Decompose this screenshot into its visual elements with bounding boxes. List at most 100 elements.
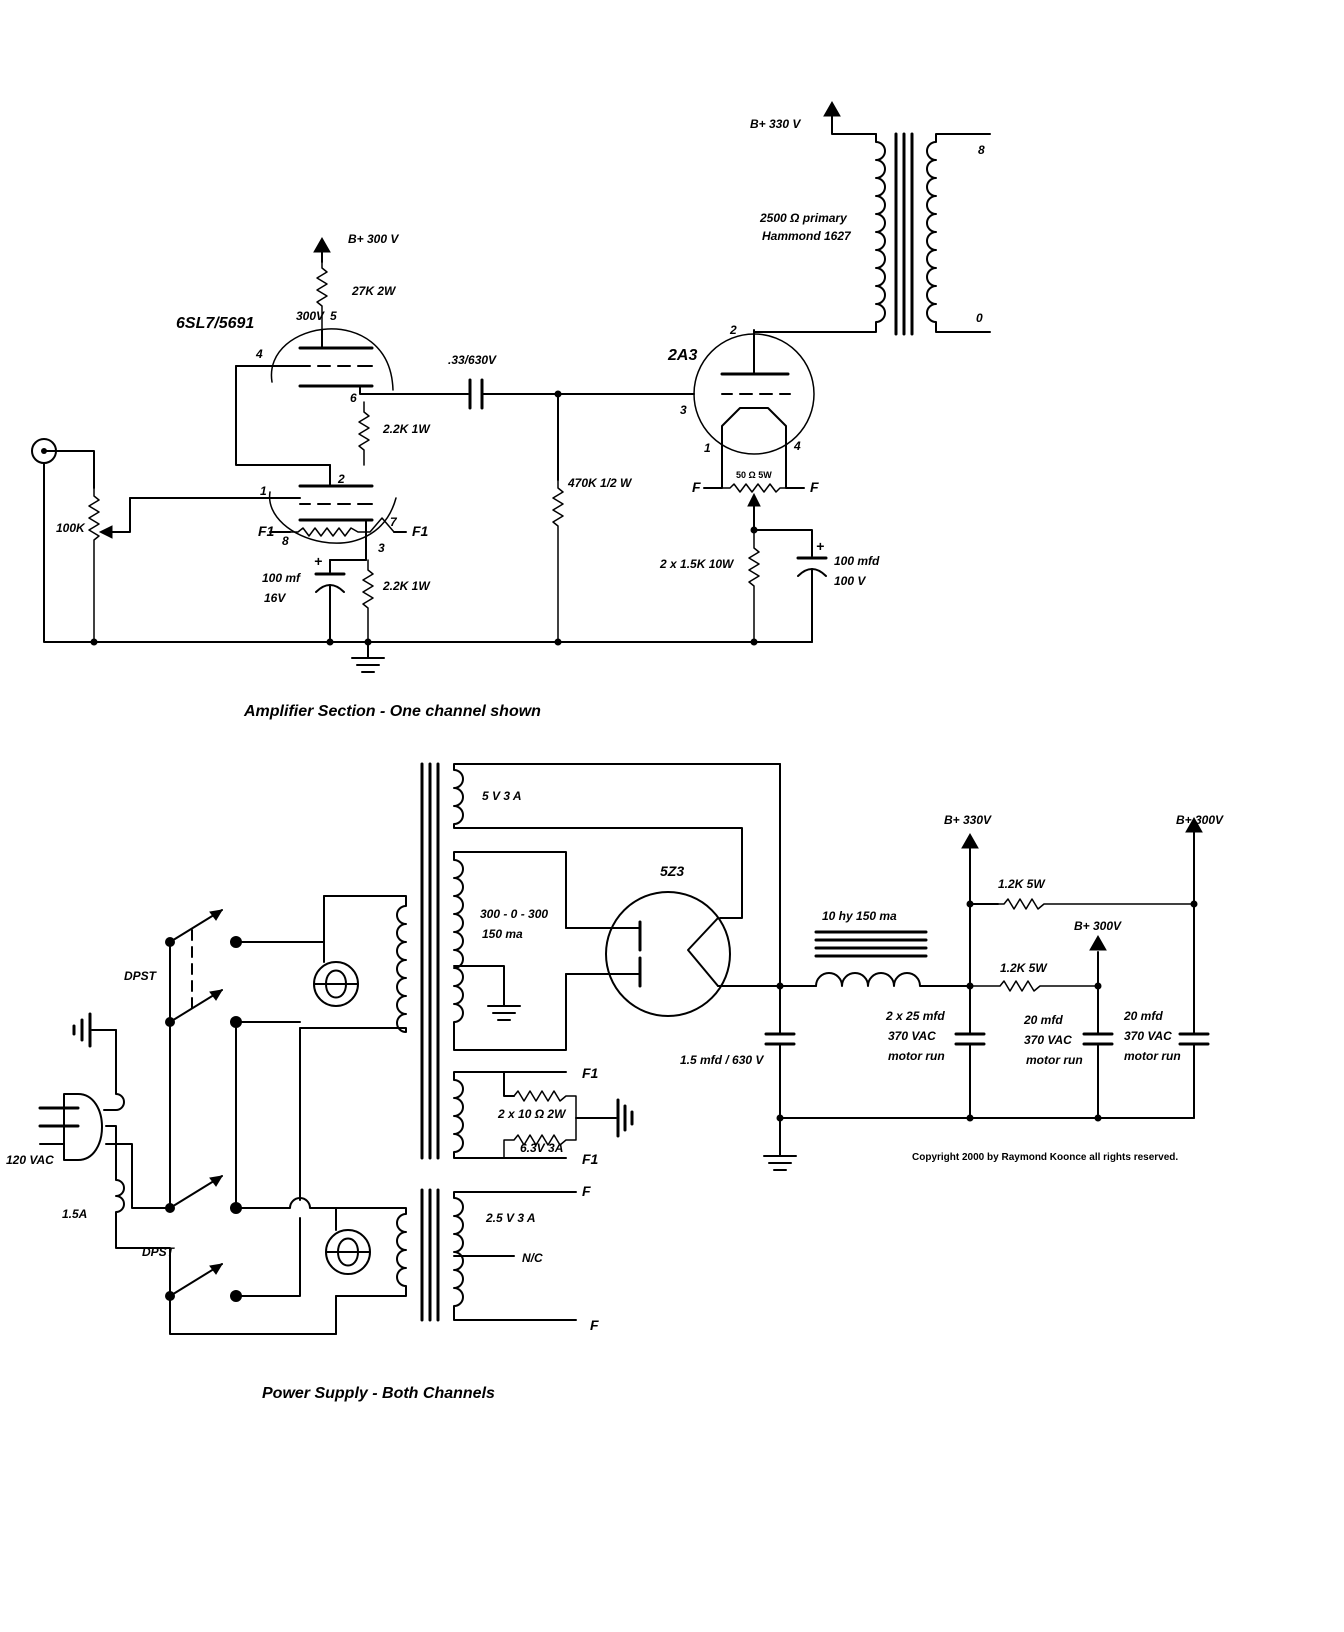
pilot-lamp-bottom [325,1229,371,1275]
dropping-resistor-2 [969,980,1099,992]
amp-section-title: Amplifier Section - One channel shown [243,703,541,720]
dpst-switch-top [165,909,242,1028]
power-supply-section: 5 V 3 A 300 - 0 - 300 150 ma 5Z3 1.5 mfd… [6,762,1224,1402]
filter-cap-2-type: motor run [1026,1053,1083,1067]
heater-f1-top-label: F1 [582,1065,599,1081]
filter-cap-3-value: 20 mfd [1123,1009,1163,1023]
b-plus-300-arrow [313,236,331,263]
svg-text:+: + [816,538,824,554]
pin-2-label: 2 [337,472,345,486]
resistor-2k2-mid-label: 2.2K 1W [382,422,431,436]
filter-cap-1-type: motor run [888,1049,945,1063]
winding-hv-current: 150 ma [482,927,523,941]
filament-f-right-label: F [810,479,819,495]
volume-pot-label: 100K [56,521,86,535]
b-plus-330-supply-label: B+ 330V [944,813,992,827]
hum-pot-label: 50 Ω 5W [736,470,772,480]
rectifier-5z3 [605,891,731,1017]
winding-6v3 [453,1071,567,1159]
svg-text:+: + [314,553,322,569]
pin-3-label: 3 [378,541,385,555]
filament-transformer-primary [335,1207,407,1297]
b-plus-330-label: B+ 330 V [750,117,801,131]
copyright-notice: Copyright 2000 by Raymond Koonce all rig… [912,1152,1178,1163]
t2-pin-3-label: 3 [680,403,687,417]
tube-6sl7-envelope [270,328,394,391]
filter-cap-3-type: motor run [1124,1049,1181,1063]
output-transformer-secondary [926,133,991,333]
rectifier-label: 5Z3 [660,863,684,879]
bias-resistor [748,529,760,643]
t2-pin-4-label: 4 [793,439,801,453]
ot-primary-label: 2500 Ω primary [759,211,848,225]
pin-8-label: 8 [282,534,289,548]
ot-model-label: Hammond 1627 [762,229,852,243]
bias-cap-voltage: 100 V [834,574,866,588]
filament-winding-label: 2.5 V 3 A [485,1211,536,1225]
filament-f-top-label: F [582,1183,591,1199]
heater-balance-resistors [503,1090,577,1159]
dropping-resistor-1-label: 1.2K 5W [998,877,1046,891]
tube-6sl7-label: 6SL7/5691 [176,315,254,332]
b-plus-300-label: B+ 300 V [348,232,399,246]
b-plus-300-right-arrow [1185,816,1203,837]
filament-f-bottom-label: F [590,1317,599,1333]
b-plus-330-arrow [823,100,877,135]
mains-plug [38,1093,103,1161]
bias-resistor-label: 2 x 1.5K 10W [659,557,735,571]
b-plus-300-middle-arrow [1089,934,1107,951]
filter-cap-1-voltage: 370 VAC [888,1029,936,1043]
winding-5v-label: 5 V 3 A [482,789,522,803]
cathode-cap-voltage: 16V [264,591,286,605]
filter-cap-3-voltage: 370 VAC [1124,1029,1172,1043]
heater-ground-symbol [616,1098,634,1138]
hum-balance-pot [721,483,787,493]
filter-cap-1 [954,1032,986,1046]
dropping-resistor-2-label: 1.2K 5W [1000,961,1048,975]
grid-resistor-label: 470K 1/2 W [567,476,633,490]
input-capacitor [764,1032,796,1046]
pin-1-label: 1 [260,484,267,498]
power-transformer-primary [299,895,407,1033]
output-transformer-core [894,132,914,336]
bias-capacitor: + [796,538,828,643]
resistor-2k2-cathode [362,559,374,643]
filter-cap-2-value: 20 mfd [1023,1013,1063,1027]
heater-f1-right-label: F1 [412,523,429,539]
hv-centertap-ground [487,1005,521,1021]
filter-cap-2-voltage: 370 VAC [1024,1033,1072,1047]
resistor-27k [316,261,328,331]
fuse-label: 1.5A [62,1207,87,1221]
psu-section-title: Power Supply - Both Channels [262,1385,495,1402]
heater-resistor-label: 2 x 10 Ω 2W [497,1107,567,1121]
dpst-top-label: DPST [124,969,158,983]
filter-choke [815,972,971,987]
filament-transformer-secondary [453,1191,577,1321]
mains-label: 120 VAC [6,1153,54,1167]
b-plus-300-right-label: B+ 300V [1176,813,1224,827]
pin-5-label: 5 [330,309,337,323]
pin-4-label: 4 [255,347,263,361]
heater-f1-bottom-label: F1 [582,1151,599,1167]
filter-cap-2 [1082,1032,1114,1046]
volume-pot-100k [88,487,100,643]
dpst-switch-bottom [165,1175,242,1302]
tube-2a3-label: 2A3 [667,347,697,364]
dropping-resistor-1 [997,898,1195,910]
input-cap-label: 1.5 mfd / 630 V [680,1053,764,1067]
heater-winding-label: 6.3V 3A [520,1141,563,1155]
cathode-bypass-capacitor: + [314,553,346,643]
plate-voltage-label: 300V [296,309,325,323]
filament-f-left-label: F [692,479,701,495]
pilot-lamp-top [313,961,359,1007]
amp-ground-symbol [351,641,385,673]
resistor-2k2-cathode-label: 2.2K 1W [382,579,431,593]
pin-7-label: 7 [390,515,398,529]
pin-6-label: 6 [350,391,357,405]
cathode-cap-value: 100 mf [262,571,301,585]
filter-cap-3 [1178,1032,1210,1046]
resistor-2k2-mid [358,401,370,466]
winding-5v [453,763,781,919]
filament-transformer-core [420,1188,440,1322]
winding-hv-label: 300 - 0 - 300 [480,907,548,921]
